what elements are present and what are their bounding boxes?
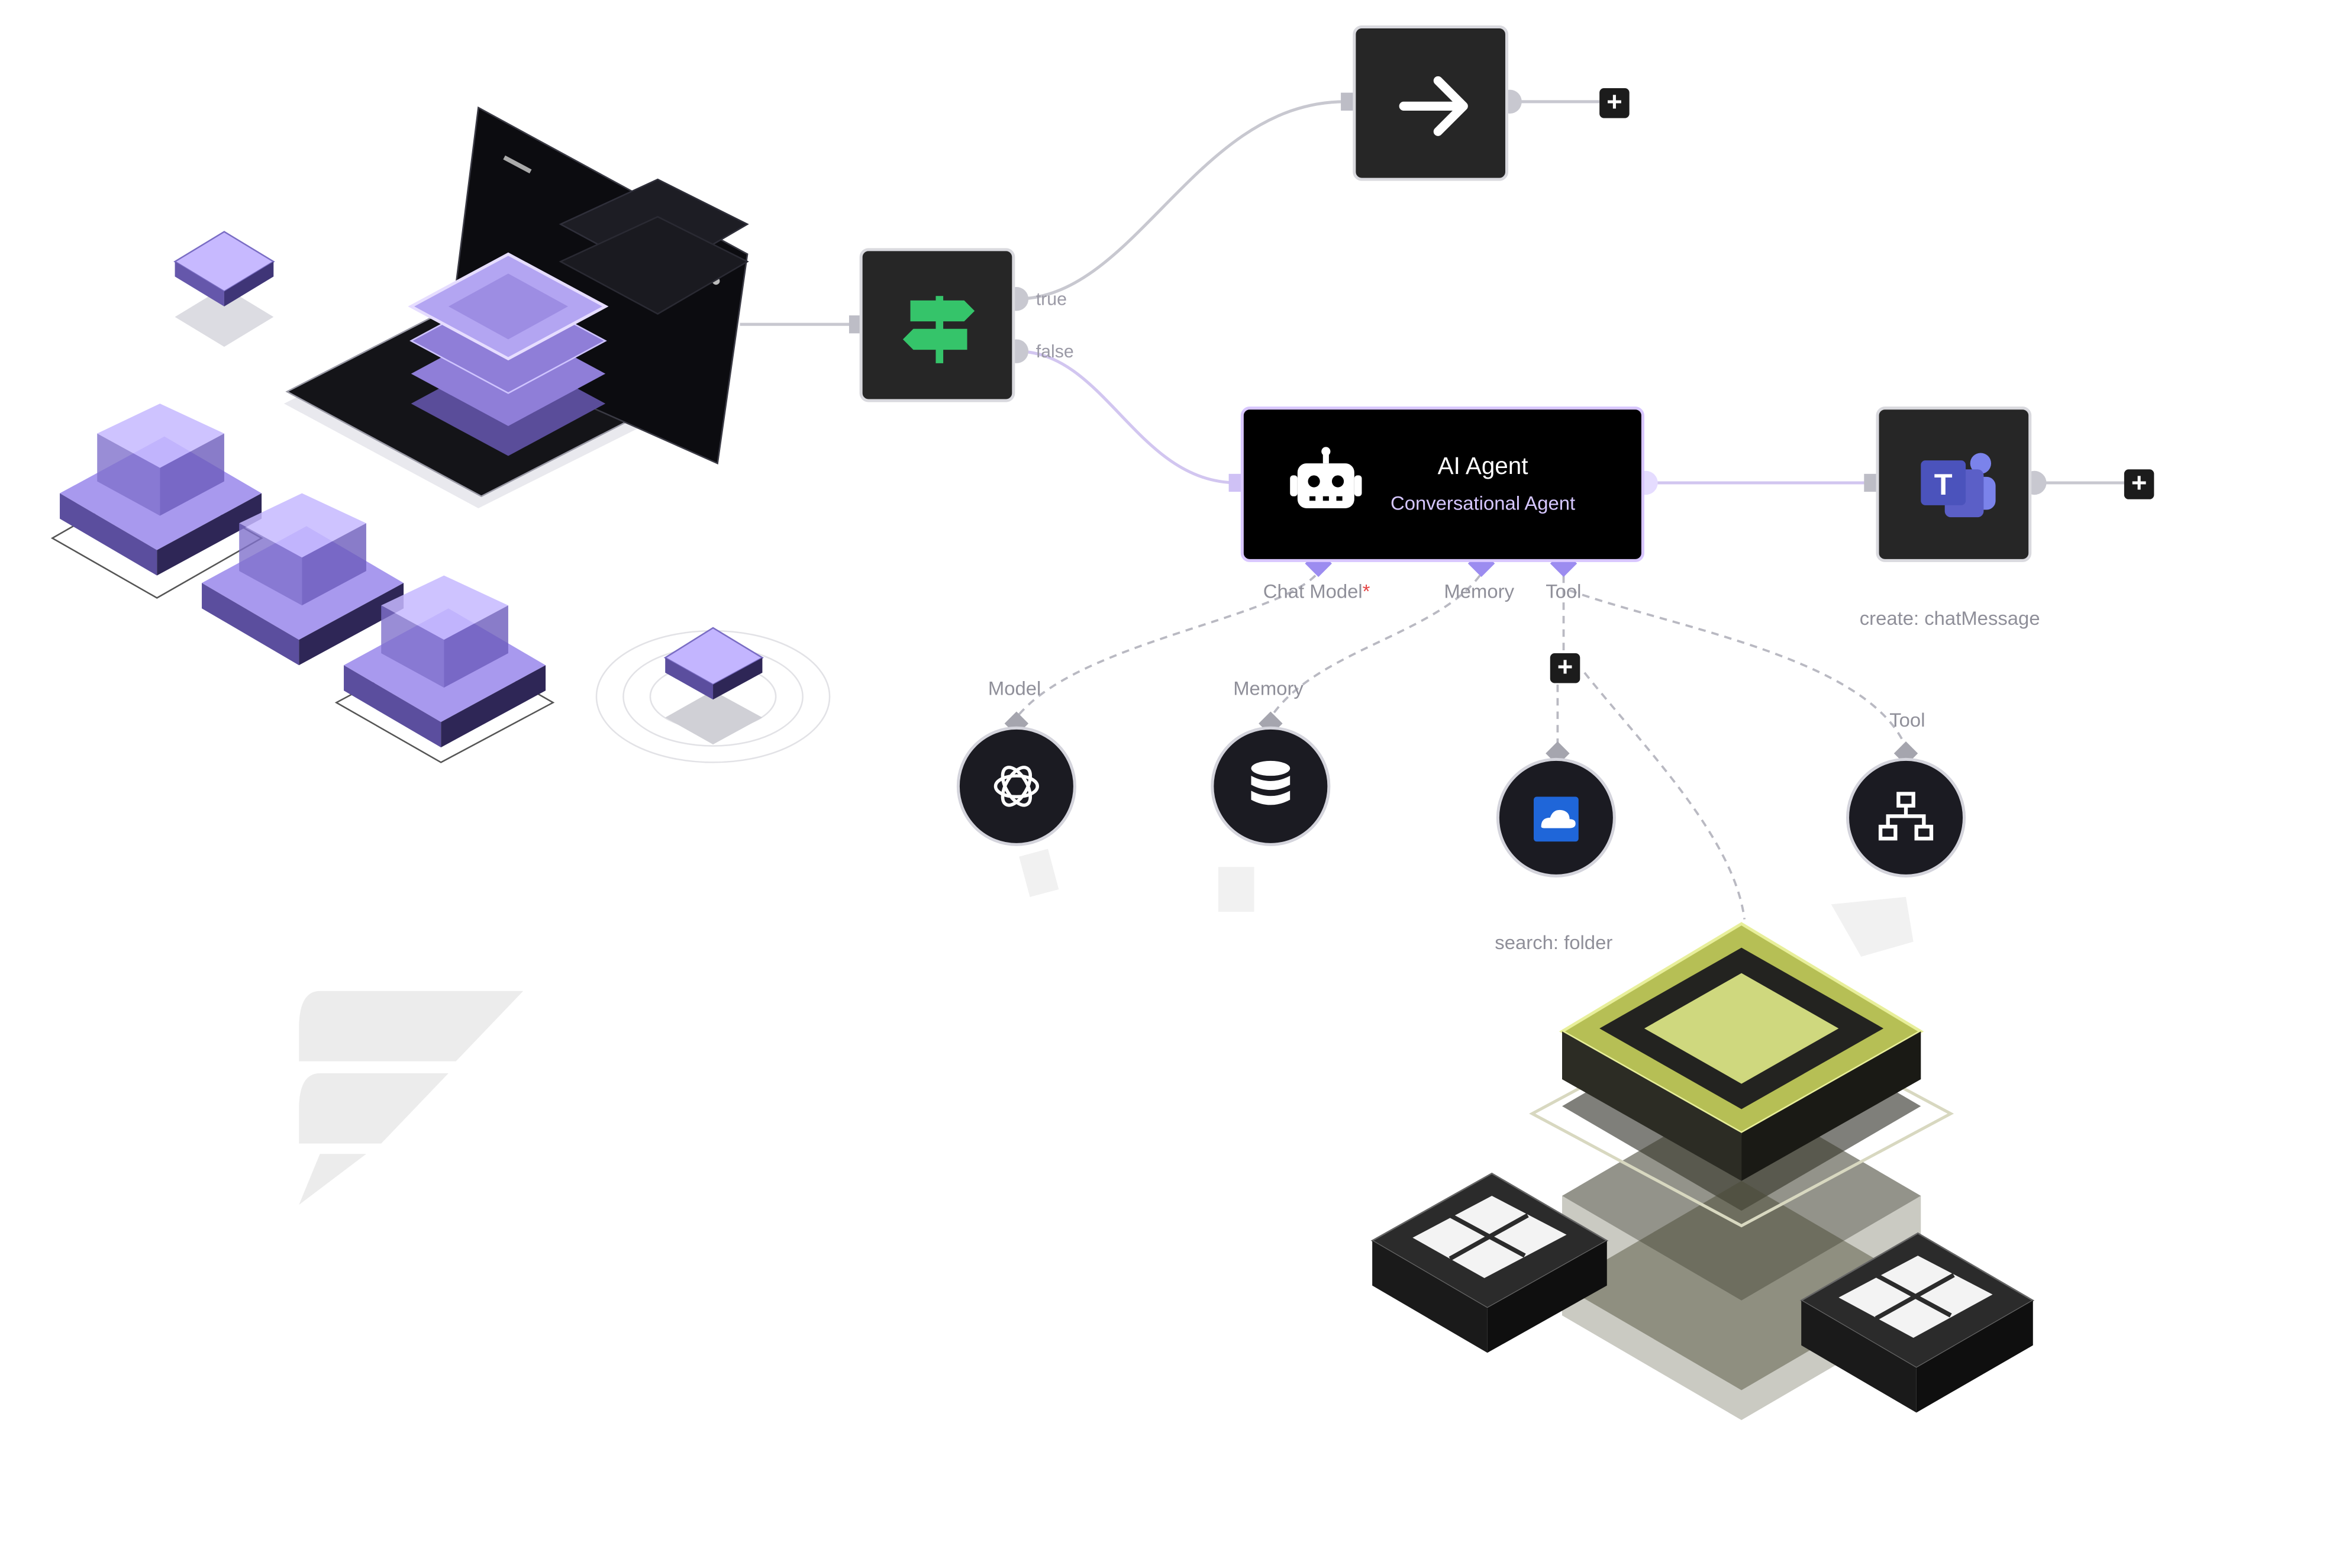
connections xyxy=(740,100,2124,919)
openai-icon xyxy=(993,766,1040,807)
model-subnode-label: Model xyxy=(988,677,1041,700)
lime-server-illustration xyxy=(1370,922,2035,1420)
onedrive-node[interactable] xyxy=(1496,757,1616,877)
teams-node[interactable]: T xyxy=(1876,406,2032,562)
memory-node[interactable] xyxy=(1211,726,1331,846)
arrow-right-icon xyxy=(1399,76,1468,136)
add-tool-button[interactable]: + xyxy=(1550,653,1580,683)
purple-cubes xyxy=(50,231,831,763)
memory-port-label: Memory xyxy=(1444,580,1515,603)
teams-icon: T xyxy=(1921,453,1996,518)
signpost-icon xyxy=(902,296,975,363)
laptop-illustration xyxy=(283,106,749,508)
if-node[interactable] xyxy=(859,248,1015,402)
agent-title: AI Agent xyxy=(1437,454,1528,480)
ai-agent-node[interactable]: AI Agent Conversational Agent xyxy=(1240,406,1644,562)
noop-node[interactable] xyxy=(1353,25,1509,181)
agent-subtitle: Conversational Agent xyxy=(1390,492,1576,515)
onedrive-caption: search: folder xyxy=(1495,931,1613,954)
add-after-teams-button[interactable]: + xyxy=(2124,469,2154,499)
memory-subnode-label: Memory xyxy=(1233,677,1304,700)
false-branch-label: false xyxy=(1035,340,1074,362)
network-icon xyxy=(1878,792,1934,841)
teams-caption: create: chatMessage xyxy=(1859,606,2040,630)
onedrive-icon xyxy=(1533,796,1579,842)
robot-icon xyxy=(1290,447,1362,508)
svg-text:T: T xyxy=(1934,467,1953,501)
watermark-logo xyxy=(299,991,524,1205)
database-icon xyxy=(1251,760,1291,805)
http-tool-node[interactable] xyxy=(1846,757,1966,877)
openai-model-node[interactable] xyxy=(956,726,1076,846)
ghost-shapes xyxy=(1019,848,1914,957)
true-branch-label: true xyxy=(1035,288,1067,309)
tool-port-label: Tool xyxy=(1546,580,1582,603)
tool-subnode-label: Tool xyxy=(1889,708,1925,731)
chat-model-port-label: Chat Model* xyxy=(1263,580,1370,603)
add-node-button[interactable]: + xyxy=(1599,88,1630,118)
